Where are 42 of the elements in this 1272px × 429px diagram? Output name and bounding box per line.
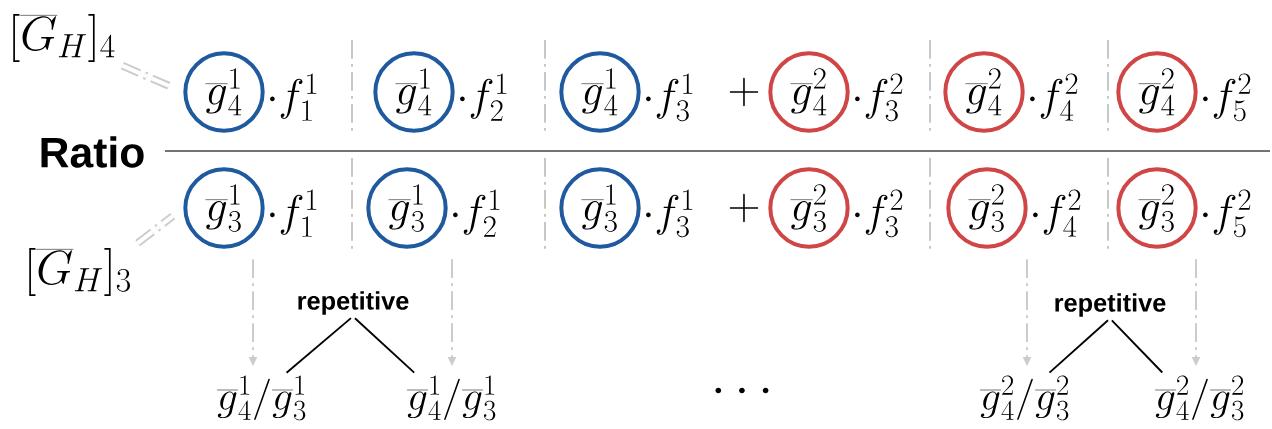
factor-term: $\cdot f^2_3$	[855, 73, 903, 122]
annotation-text: repetitive	[1055, 293, 1166, 317]
factor-term: $\cdot f^2_4$	[1033, 189, 1081, 237]
circled-term: $\overline{g}^1_4$	[559, 51, 641, 133]
circled-term: $\overline{g}^1_4$	[183, 51, 265, 133]
factor-term: $\cdot f^1_2$	[453, 189, 500, 237]
circled-term: $\overline{g}^2_3$	[1116, 167, 1198, 249]
connector-line	[354, 317, 416, 374]
ellipsis: $\cdots$	[715, 387, 769, 394]
ratio-term: $\overline{g}^1_4/\overline{g}^1_3$	[217, 375, 306, 421]
circled-term: $\overline{g}^2_4$	[768, 51, 850, 133]
leader-line	[120, 62, 173, 91]
connector-line	[285, 317, 352, 374]
connector-line	[1110, 319, 1164, 374]
factor-term: $\cdot f^1_3$	[646, 189, 693, 238]
circled-term: $\overline{g}^2_3$	[768, 167, 850, 249]
circled-term: $\overline{g}^1_3$	[559, 167, 641, 249]
factor-term: $\cdot f^2_5$	[1203, 189, 1251, 238]
factor-term: $\cdot f^1_3$	[646, 73, 693, 122]
circled-term: $\overline{g}^2_3$	[946, 167, 1028, 249]
ratio-term: $\overline{g}^2_4/\overline{g}^2_3$	[980, 375, 1069, 421]
factor-term: $\cdot f^2_3$	[855, 189, 903, 238]
factor-term: $\cdot f^2_5$	[1203, 73, 1251, 122]
ratio-term: $\overline{g}^1_4/\overline{g}^1_3$	[407, 375, 496, 421]
row-heading: Ratio	[41, 136, 144, 168]
circled-term: $\overline{g}^1_3$	[366, 167, 448, 249]
plus-sign: $+$	[729, 193, 759, 223]
circled-term: $\overline{g}^1_3$	[183, 167, 265, 249]
annotation-text: repetitive	[298, 291, 409, 315]
circled-term: $\overline{g}^1_4$	[373, 51, 455, 133]
factor-term: $\cdot f^1_1$	[270, 189, 317, 237]
plus-sign: $+$	[729, 77, 759, 107]
connector-line	[1048, 319, 1109, 374]
matrix-label: $[\overline{G}_H]_3$	[29, 248, 131, 296]
circled-term: $\overline{g}^2_4$	[1116, 51, 1198, 133]
factor-term: $\cdot f^1_2$	[460, 73, 507, 121]
factor-term: $\cdot f^2_4$	[1030, 73, 1078, 121]
circled-term: $\overline{g}^2_4$	[943, 51, 1025, 133]
leader-line	[135, 212, 176, 247]
ratio-term: $\overline{g}^2_4/\overline{g}^2_3$	[1155, 375, 1244, 421]
factor-term: $\cdot f^1_1$	[270, 73, 317, 121]
matrix-label: $[\overline{G}_H]_4$	[13, 14, 115, 62]
